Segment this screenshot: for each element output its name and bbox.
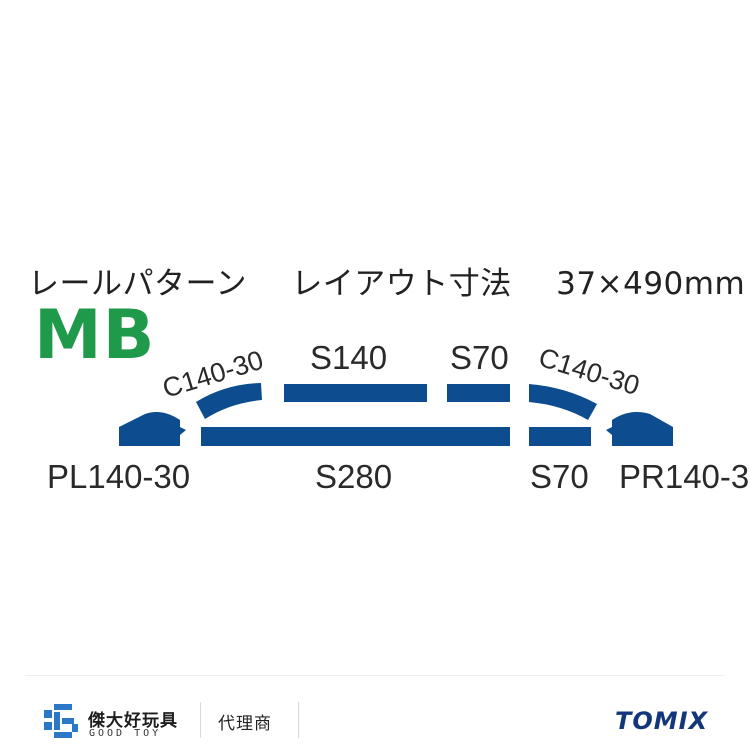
label-s140: S140 <box>310 339 387 376</box>
rail-pr140-30 <box>606 412 673 446</box>
label-s280: S280 <box>315 458 392 495</box>
good-toy-icon <box>44 704 78 738</box>
agent-label: 代理商 <box>218 714 272 734</box>
layout-dimension-label: レイアウト寸法 <box>291 266 512 302</box>
brand-name-en: GOOD TOY <box>89 728 162 739</box>
rail-s70-top <box>447 384 510 402</box>
rail-c140-30-left <box>196 383 262 419</box>
footer-separator <box>200 702 201 738</box>
brand-name-cn: 傑大好玩具 <box>88 711 178 731</box>
rail-pl140-30 <box>119 412 186 446</box>
footer-divider <box>25 675 725 676</box>
pattern-code: MB <box>34 296 156 375</box>
label-s70-top: S70 <box>450 339 509 376</box>
label-pr140-30: PR140-30 <box>619 458 750 495</box>
rail-s70-bottom <box>529 427 591 446</box>
tomix-logo: TOMIX <box>615 707 709 735</box>
label-s70-bottom: S70 <box>530 458 589 495</box>
rail-s140 <box>284 384 427 402</box>
footer-separator-right <box>298 702 299 738</box>
layout-heading: レールパターン レイアウト寸法 37×490mm <box>28 258 745 303</box>
rail-s280 <box>201 427 510 446</box>
rail-c140-30-right <box>529 384 597 420</box>
label-pl140-30: PL140-30 <box>47 458 190 495</box>
rail-pattern-label: レールパターン <box>28 266 247 302</box>
layout-dimensions-value: 37×490mm <box>556 266 746 302</box>
